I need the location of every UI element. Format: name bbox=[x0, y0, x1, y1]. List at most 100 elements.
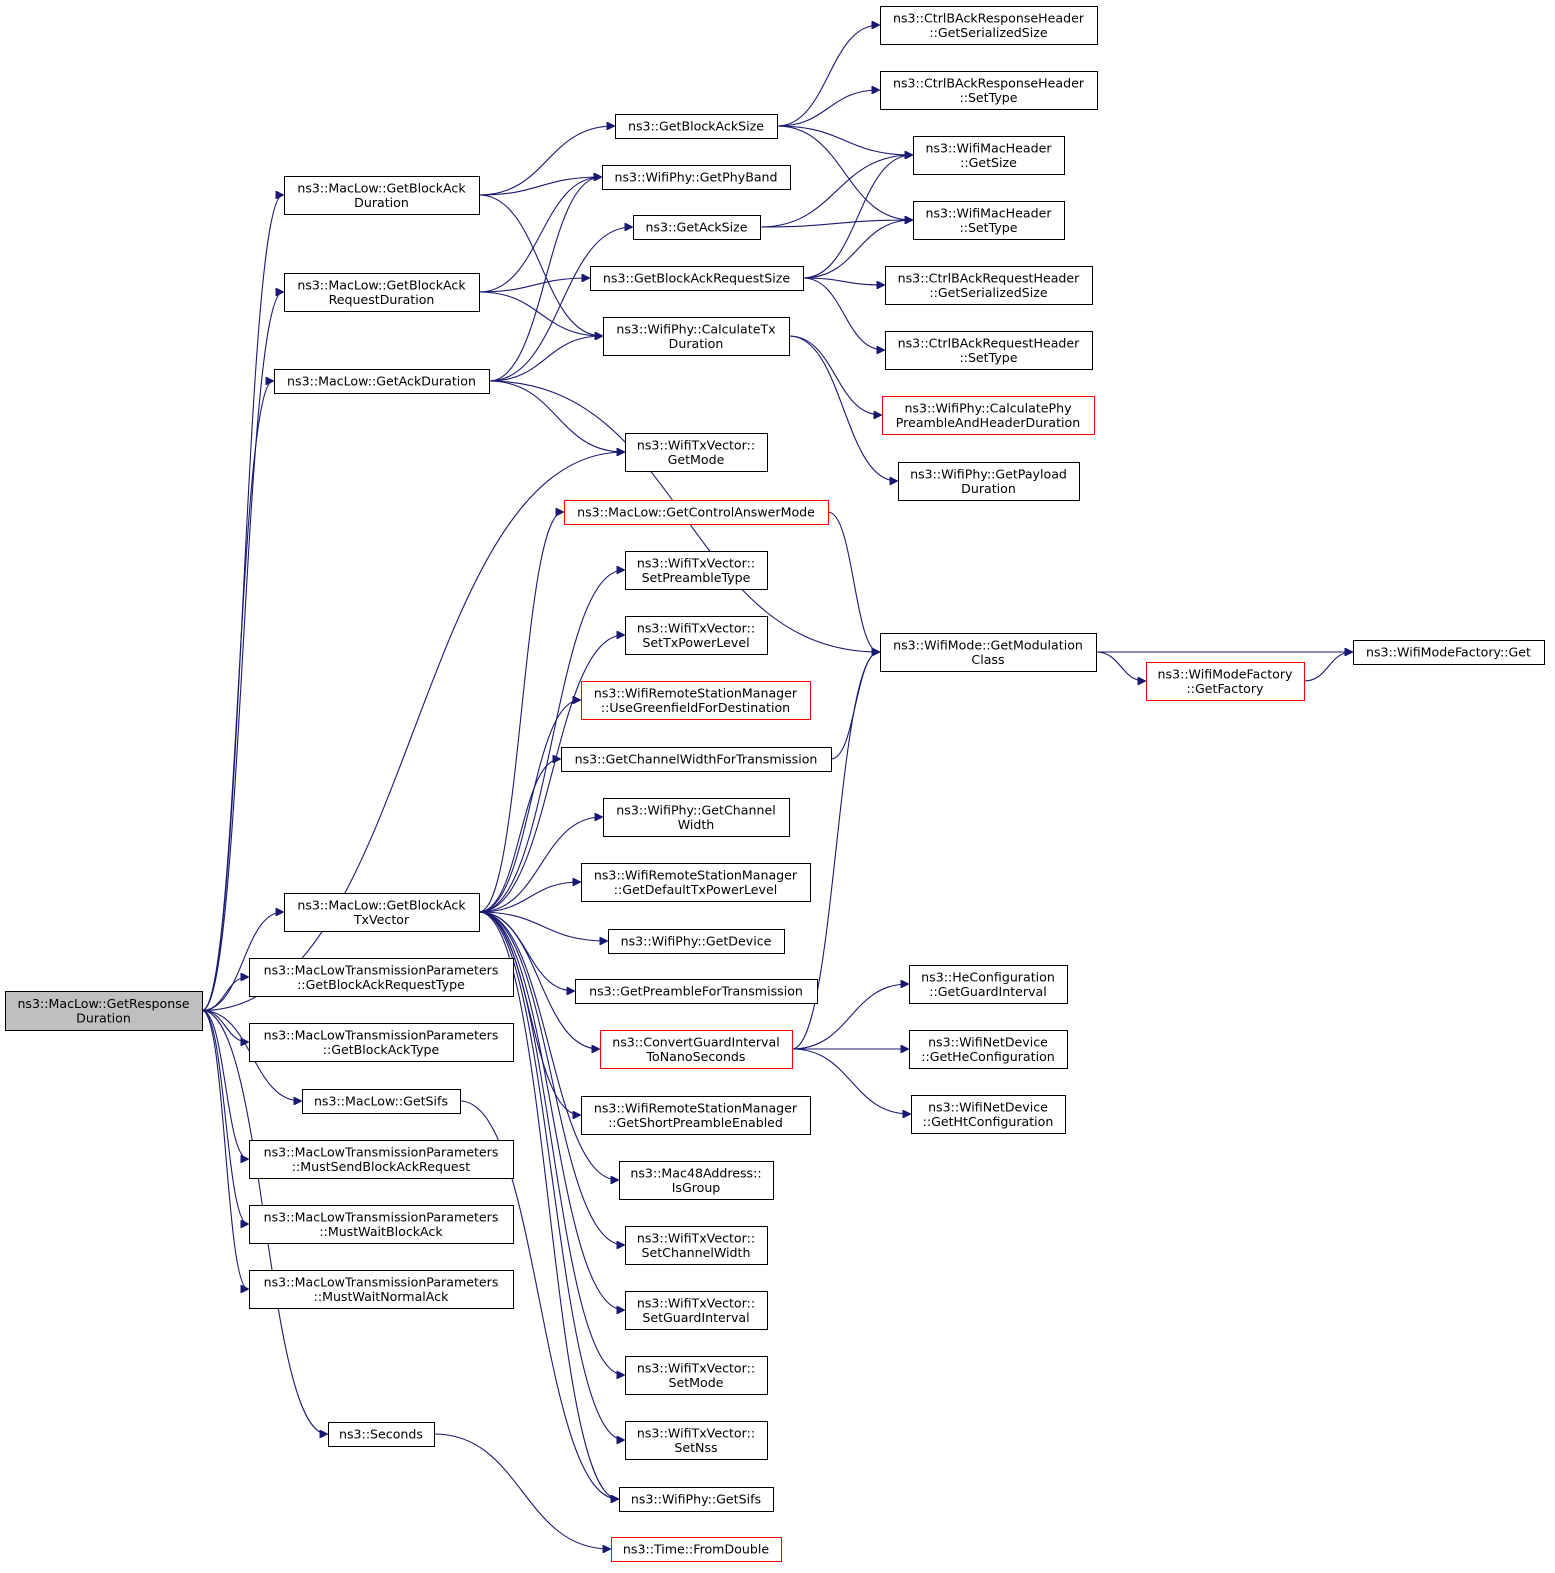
function-node-box bbox=[625, 1421, 768, 1460]
function-node-box bbox=[625, 616, 768, 655]
function-node-wnd_ghec[interactable]: ns3::WifiNetDevice::GetHeConfiguration bbox=[909, 1030, 1068, 1069]
function-node-wp_cpahd[interactable]: ns3::WifiPhy::CalculatePhyPreambleAndHea… bbox=[882, 396, 1095, 435]
function-node-label: ns3::WifiRemoteStationManager bbox=[594, 1100, 798, 1115]
function-node-label: ns3::Mac48Address:: bbox=[630, 1165, 761, 1180]
function-node-gad[interactable]: ns3::MacLow::GetAckDuration bbox=[274, 369, 490, 394]
function-node-wtv_spt[interactable]: ns3::WifiTxVector::SetPreambleType bbox=[625, 551, 768, 590]
function-node-wp_gs[interactable]: ns3::WifiPhy::GetSifs bbox=[619, 1487, 774, 1512]
function-node-mltp_mwna[interactable]: ns3::MacLowTransmissionParameters::MustW… bbox=[249, 1270, 514, 1309]
function-node-mltp_gbat[interactable]: ns3::MacLowTransmissionParameters::GetBl… bbox=[249, 1023, 514, 1062]
function-node-wtv_stpl[interactable]: ns3::WifiTxVector::SetTxPowerLevel bbox=[625, 616, 768, 655]
function-node-label: ns3::MacLowTransmissionParameters bbox=[264, 1027, 499, 1042]
function-node-box bbox=[581, 681, 811, 720]
function-node-box bbox=[249, 1205, 514, 1244]
function-node-wmh_st[interactable]: ns3::WifiMacHeader::SetType bbox=[913, 201, 1065, 240]
call-edge-gbatx-to-wp_gcw bbox=[478, 817, 602, 913]
call-edge-gbatx-to-wtv_spt bbox=[478, 570, 624, 913]
function-node-mltp_gbart[interactable]: ns3::MacLowTransmissionParameters::GetBl… bbox=[249, 958, 514, 997]
function-node-label: ::GetSerializedSize bbox=[929, 285, 1048, 300]
function-node-box bbox=[882, 396, 1095, 435]
function-node-gbas[interactable]: ns3::GetBlockAckSize bbox=[615, 114, 778, 139]
function-node-cbarh_gss[interactable]: ns3::CtrlBAckResponseHeader::GetSerializ… bbox=[880, 6, 1098, 45]
function-node-wp_gd[interactable]: ns3::WifiPhy::GetDevice bbox=[608, 929, 785, 954]
function-node-cbrqh_st[interactable]: ns3::CtrlBAckRequestHeader::SetType bbox=[885, 331, 1093, 370]
function-node-label: ns3::MacLowTransmissionParameters bbox=[264, 962, 499, 977]
function-node-gpft[interactable]: ns3::GetPreambleForTransmission bbox=[575, 979, 818, 1004]
function-node-label: ns3::MacLow::GetAckDuration bbox=[287, 374, 476, 389]
function-node-label: Duration bbox=[354, 195, 409, 210]
function-node-label: ::GetFactory bbox=[1187, 681, 1264, 696]
call-edge-wp_ctd-to-wp_cpahd bbox=[788, 335, 881, 415]
function-node-gcam[interactable]: ns3::MacLow::GetControlAnswerMode bbox=[564, 500, 829, 525]
call-edge-gbars-to-wmh_gs bbox=[802, 155, 912, 279]
function-node-label: ns3::MacLow::GetResponse bbox=[17, 996, 189, 1011]
function-node-box bbox=[249, 1140, 514, 1179]
function-node-mltp_msbar[interactable]: ns3::MacLowTransmissionParameters::MustS… bbox=[249, 1140, 514, 1179]
function-node-gbars[interactable]: ns3::GetBlockAckRequestSize bbox=[590, 266, 804, 291]
function-node-wp_gcw[interactable]: ns3::WifiPhy::GetChannelWidth bbox=[603, 798, 790, 837]
call-edge-gbatx-to-wtv_sgi bbox=[478, 911, 624, 1310]
function-node-box bbox=[328, 1422, 435, 1447]
function-node-wrsm_ugfd[interactable]: ns3::WifiRemoteStationManager::UseGreenf… bbox=[581, 681, 811, 720]
function-node-wtv_sn[interactable]: ns3::WifiTxVector::SetNss bbox=[625, 1421, 768, 1460]
function-node-cbarh_st[interactable]: ns3::CtrlBAckResponseHeader::SetType bbox=[880, 71, 1098, 110]
call-edge-seconds-to-t_fd bbox=[433, 1433, 610, 1549]
function-node-label: GetMode bbox=[668, 452, 725, 467]
function-node-wnd_ghtc[interactable]: ns3::WifiNetDevice::GetHtConfiguration bbox=[911, 1095, 1066, 1134]
function-node-label: ns3::CtrlBAckResponseHeader bbox=[893, 10, 1085, 25]
call-edge-gbars-to-cbrqh_st bbox=[802, 277, 884, 350]
function-node-box bbox=[249, 1270, 514, 1309]
call-edge-root-to-gbard bbox=[201, 292, 283, 1012]
function-node-wmf_gf[interactable]: ns3::WifiModeFactory::GetFactory bbox=[1146, 662, 1305, 701]
function-node-gsifs[interactable]: ns3::MacLow::GetSifs bbox=[302, 1089, 461, 1114]
function-node-gas[interactable]: ns3::GetAckSize bbox=[633, 215, 761, 240]
function-node-label: ns3::MacLowTransmissionParameters bbox=[264, 1144, 499, 1159]
function-node-seconds[interactable]: ns3::Seconds bbox=[328, 1422, 435, 1447]
call-edge-gbad-to-wp_gpb bbox=[478, 177, 601, 196]
call-edge-gbard-to-wp_gpb bbox=[478, 177, 601, 293]
function-node-label: ::GetHeConfiguration bbox=[921, 1049, 1055, 1064]
function-node-label: ns3::WifiMacHeader bbox=[925, 205, 1052, 220]
function-node-box bbox=[5, 991, 203, 1031]
call-edge-gas-to-wmh_gs bbox=[759, 155, 912, 228]
function-node-m48_ig[interactable]: ns3::Mac48Address::IsGroup bbox=[619, 1161, 774, 1200]
function-node-wrsm_gdtpl[interactable]: ns3::WifiRemoteStationManager::GetDefaul… bbox=[581, 863, 811, 902]
function-node-mltp_mwba[interactable]: ns3::MacLowTransmissionParameters::MustW… bbox=[249, 1205, 514, 1244]
function-node-wtv_gm[interactable]: ns3::WifiTxVector::GetMode bbox=[625, 433, 768, 472]
function-node-box bbox=[898, 462, 1080, 501]
function-node-t_fd[interactable]: ns3::Time::FromDouble bbox=[611, 1537, 782, 1562]
call-edge-wp_ctd-to-wp_gpd bbox=[788, 335, 897, 481]
function-node-gcwft[interactable]: ns3::GetChannelWidthForTransmission bbox=[561, 747, 832, 772]
function-node-cbrqh_gss[interactable]: ns3::CtrlBAckRequestHeader::GetSerialize… bbox=[885, 266, 1093, 305]
function-node-wmh_gs[interactable]: ns3::WifiMacHeader::GetSize bbox=[913, 136, 1065, 175]
call-edge-gbad-to-wp_ctd bbox=[478, 194, 602, 336]
function-node-box bbox=[590, 266, 804, 291]
function-node-label: SetPreambleType bbox=[642, 570, 751, 585]
function-node-wp_gpb[interactable]: ns3::WifiPhy::GetPhyBand bbox=[602, 165, 791, 190]
function-node-wmf_get[interactable]: ns3::WifiModeFactory::Get bbox=[1353, 640, 1545, 665]
call-edge-gad-to-wp_ctd bbox=[488, 336, 602, 382]
function-node-wtv_scw[interactable]: ns3::WifiTxVector::SetChannelWidth bbox=[625, 1226, 768, 1265]
function-node-label: ns3::WifiPhy::CalculatePhy bbox=[904, 400, 1072, 415]
function-node-label: ::GetHtConfiguration bbox=[923, 1114, 1054, 1129]
function-node-label: ns3::WifiTxVector:: bbox=[637, 1425, 755, 1440]
function-node-box bbox=[581, 1096, 811, 1135]
function-node-wtv_sgi[interactable]: ns3::WifiTxVector::SetGuardInterval bbox=[625, 1291, 768, 1330]
function-node-label: PreambleAndHeaderDuration bbox=[896, 415, 1080, 430]
function-node-box bbox=[625, 1291, 768, 1330]
function-node-hec_ggi[interactable]: ns3::HeConfiguration::GetGuardInterval bbox=[909, 965, 1068, 1004]
function-node-wtv_sm[interactable]: ns3::WifiTxVector::SetMode bbox=[625, 1356, 768, 1395]
call-edge-gbas-to-wmh_st bbox=[776, 125, 912, 220]
function-node-box bbox=[561, 747, 832, 772]
function-node-label: ns3::MacLow::GetBlockAck bbox=[297, 180, 466, 195]
function-node-wrsm_gspe[interactable]: ns3::WifiRemoteStationManager::GetShortP… bbox=[581, 1096, 811, 1135]
